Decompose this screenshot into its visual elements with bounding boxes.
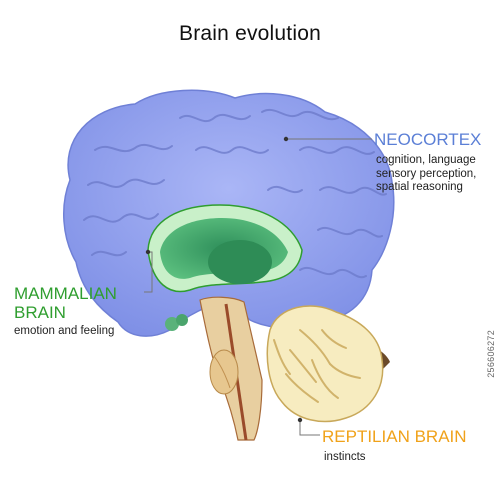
neocortex-line-2: sensory perception, — [376, 167, 477, 180]
limbic-region — [147, 204, 303, 331]
neocortex-line-3: spatial reasoning — [376, 181, 463, 193]
diagram-title: Brain evolution — [179, 22, 321, 45]
reptilian-heading: REPTILIAN BRAIN — [322, 427, 467, 446]
watermark-id: 256606272 — [486, 330, 496, 378]
brainstem — [199, 296, 263, 441]
neocortex-heading: NEOCORTEX — [374, 130, 482, 149]
mammalian-heading-line-2: BRAIN — [14, 303, 66, 322]
mammalian-description: emotion and feeling — [14, 325, 115, 337]
mammalian-heading-line-1: MAMMALIAN — [14, 284, 117, 303]
reptilian-description: instincts — [324, 451, 366, 463]
leader-lines — [144, 136, 372, 436]
neocortex-line-1: cognition, language — [376, 154, 476, 166]
neocortex-description: cognition, language sensory perception, … — [376, 154, 476, 195]
cerebellum-region — [266, 305, 384, 423]
mammalian-heading: MAMMALIAN BRAIN — [14, 284, 117, 322]
